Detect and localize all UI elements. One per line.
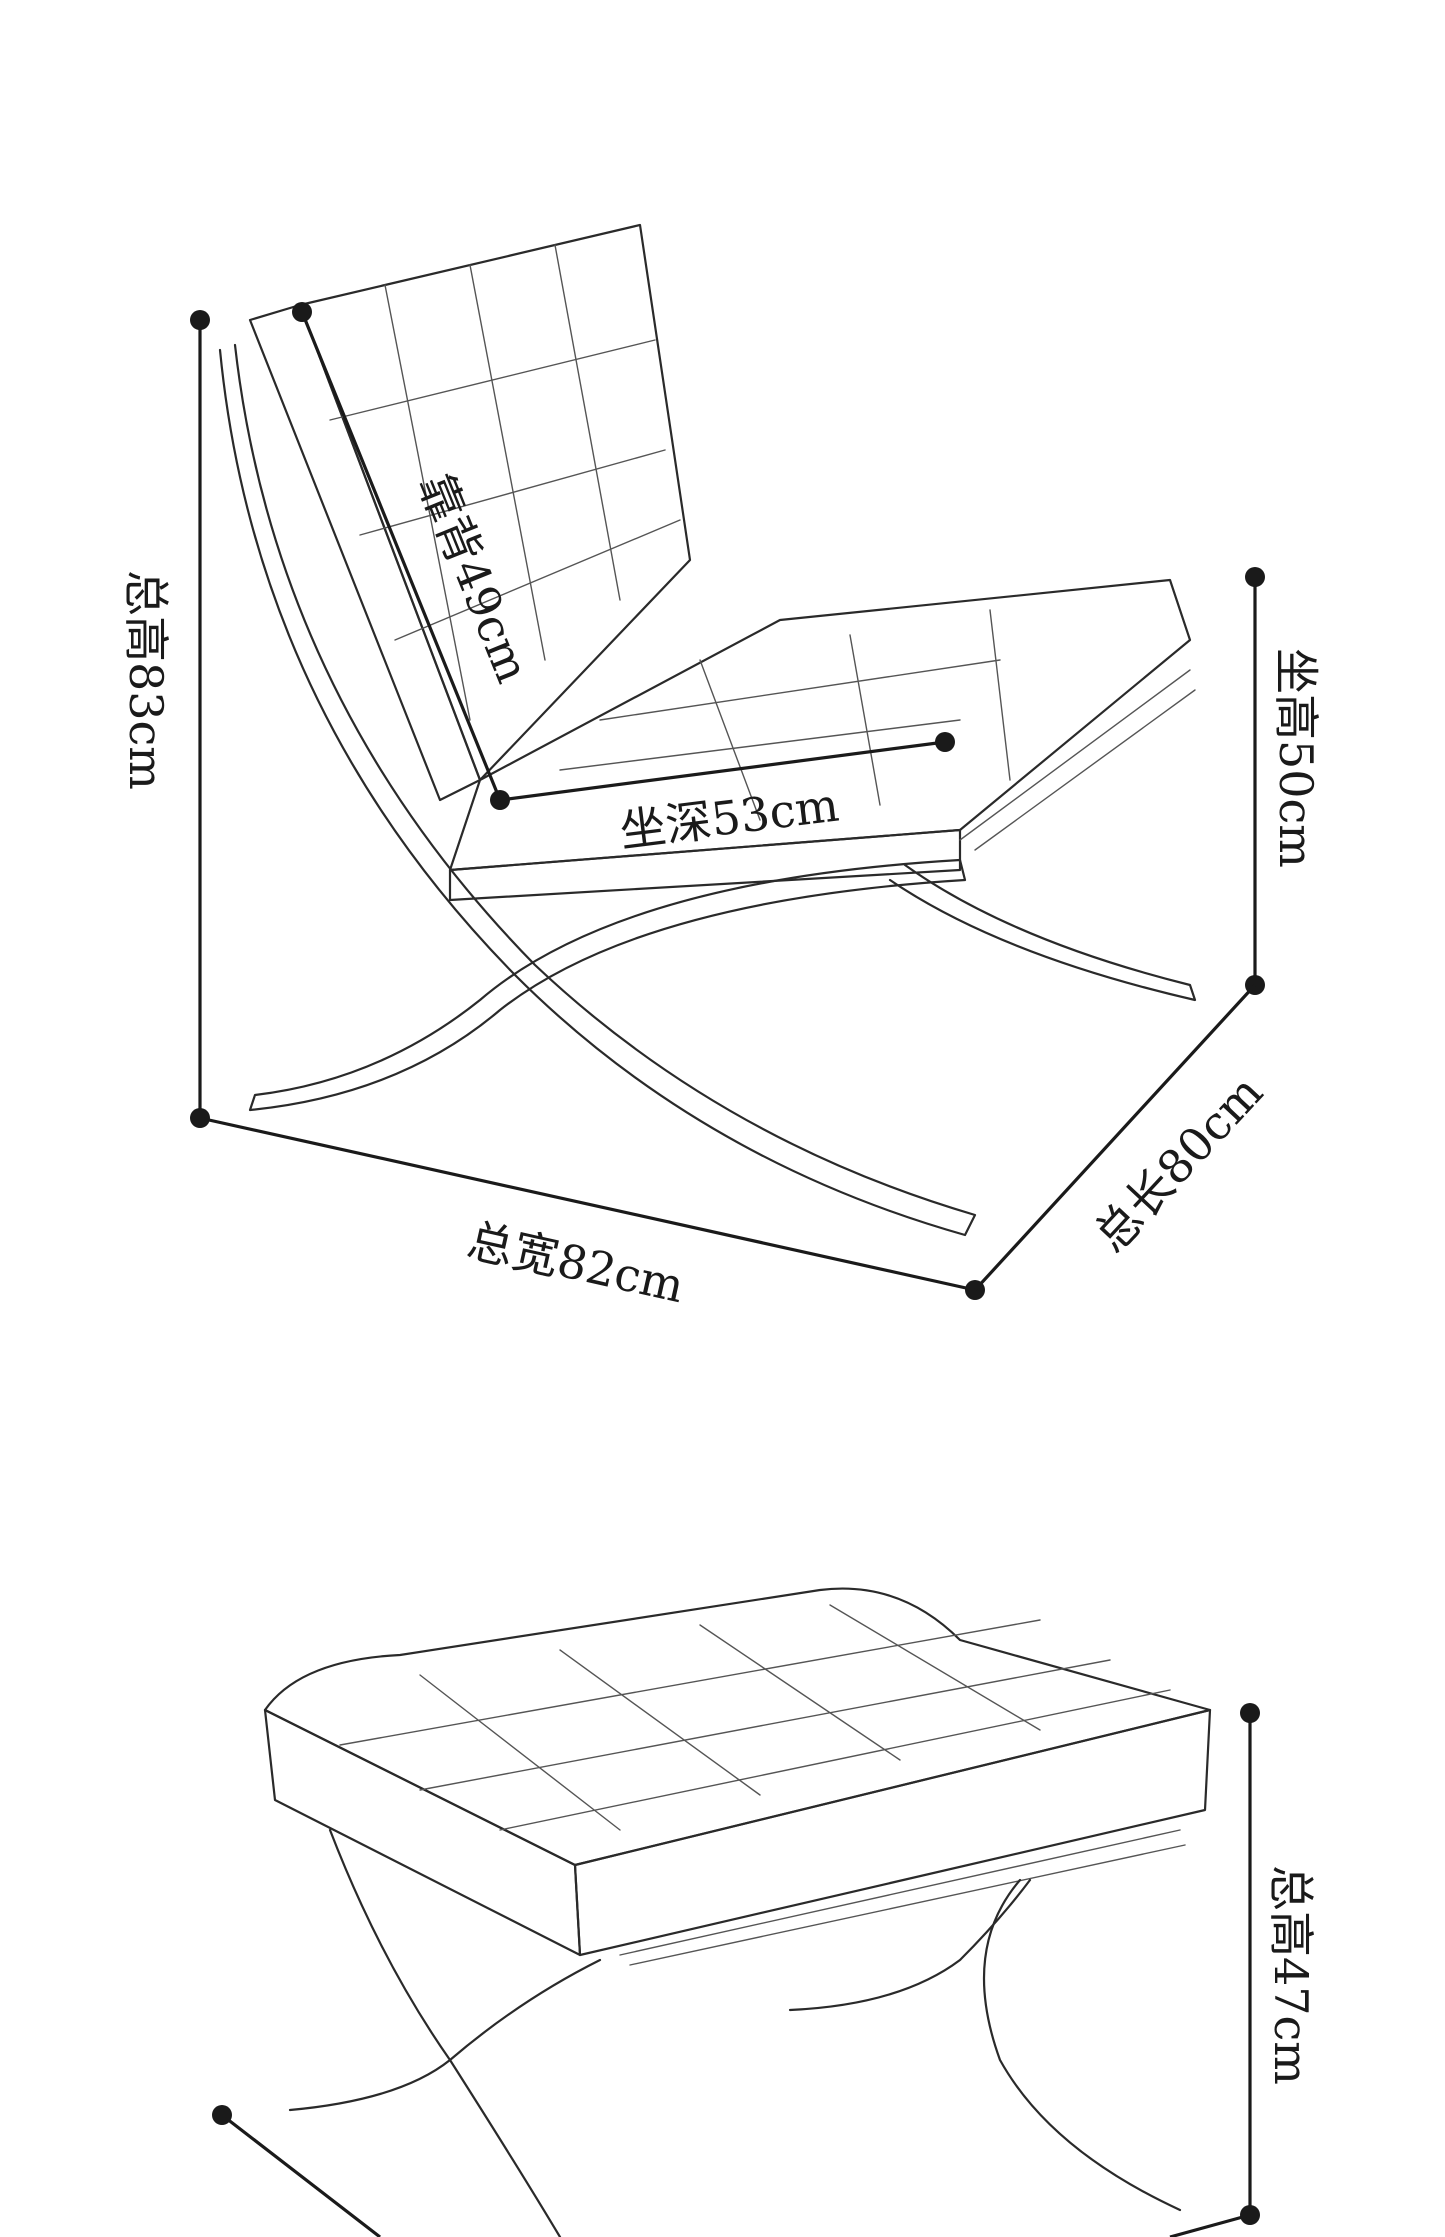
dim-total-length-line <box>973 983 1257 1292</box>
label-ottoman-total-height: 总高47cm <box>1264 1865 1318 2085</box>
ottoman-sketch <box>263 1587 1212 2237</box>
label-total-height: 总高83cm <box>119 570 173 790</box>
dim-dot <box>190 310 210 330</box>
label-seat-depth: 坐深53cm <box>617 778 842 858</box>
ottoman-dimensions <box>212 1703 1260 2237</box>
dim-seat-depth-line <box>499 740 946 802</box>
label-total-width: 总宽82cm <box>463 1213 689 1313</box>
dim-dot <box>1245 567 1265 587</box>
dim-dot <box>1240 1703 1260 1723</box>
dim-dot <box>292 302 312 322</box>
dim-dot <box>212 2105 232 2125</box>
label-backrest: 靠背49cm <box>408 466 540 690</box>
dim-ottoman-width-line <box>221 2113 381 2237</box>
dim-total-width-line <box>199 1116 976 1292</box>
dim-ottoman-length-line <box>1169 2213 1251 2237</box>
chair-dimensions <box>190 302 1265 1300</box>
label-total-length: 总长80cm <box>1084 1065 1273 1263</box>
chair-sketch <box>218 223 1197 1237</box>
dim-dot <box>935 732 955 752</box>
dim-backrest-line <box>300 311 502 801</box>
label-seat-height: 坐高50cm <box>1269 648 1323 868</box>
